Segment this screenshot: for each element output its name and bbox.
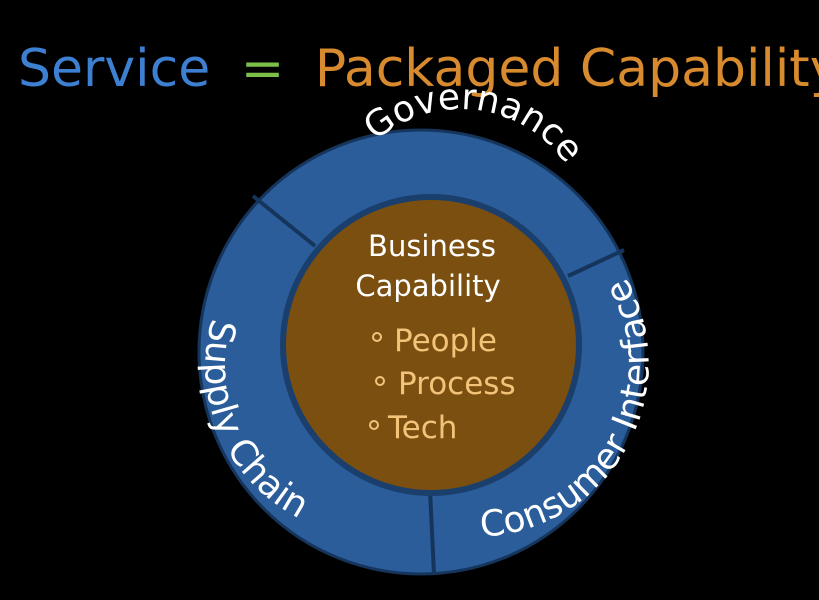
core-circle bbox=[280, 194, 582, 496]
title-packaged-capability: Packaged Capability bbox=[315, 39, 819, 99]
core-item-tech: Tech bbox=[387, 410, 457, 446]
core-item-process: Process bbox=[398, 366, 516, 402]
title-service: Service bbox=[18, 39, 210, 99]
bullet-icon bbox=[369, 420, 379, 430]
bullet-icon bbox=[372, 332, 382, 342]
bullet-icon bbox=[375, 376, 385, 386]
core-item-people: People bbox=[394, 323, 497, 359]
ring-divider bbox=[251, 194, 317, 248]
page-title: Service = Packaged Capability bbox=[18, 39, 819, 99]
core-title-line1: Business bbox=[368, 229, 496, 263]
ring-divider bbox=[567, 248, 625, 278]
core-title-line2: Capability bbox=[355, 269, 500, 303]
ring-divider bbox=[428, 489, 436, 575]
title-equals: = bbox=[241, 39, 285, 99]
